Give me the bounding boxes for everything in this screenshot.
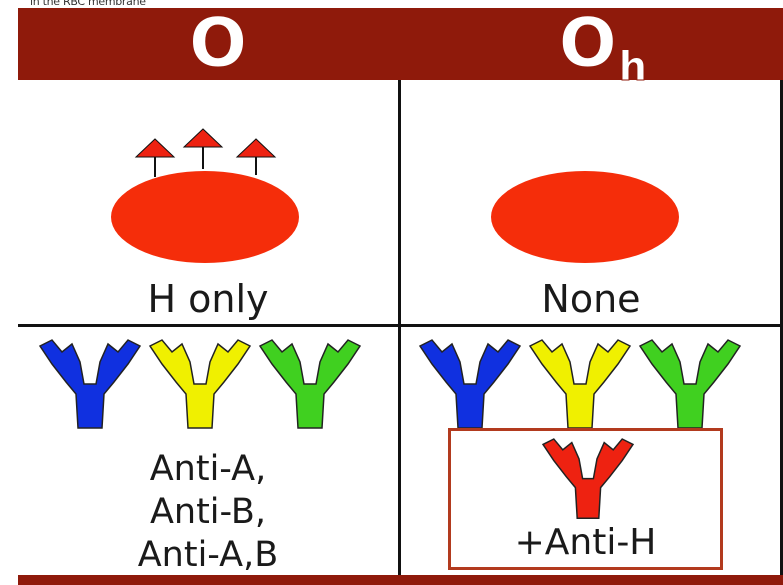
rbc-no-antigen [491, 171, 679, 263]
column-title-oh: Oh [413, 9, 783, 90]
antibody-list-o: Anti-A, Anti-B, Anti-A,B [18, 448, 398, 577]
antibody-green-y [638, 339, 742, 429]
antibody-green-y [258, 339, 362, 429]
rbc-with-h-antigen [111, 128, 299, 263]
antibodies-o [38, 339, 362, 429]
footer-bar [18, 575, 783, 585]
anti-h-antibody [541, 438, 635, 519]
antibody-yellow-y [528, 339, 632, 429]
anti-h-box: +Anti-H [448, 428, 723, 570]
grid-horizontal-divider [18, 324, 783, 327]
antibodies-oh [418, 339, 742, 429]
antibody-blue-y [418, 339, 522, 429]
antibody-anti-b: Anti-B, [149, 492, 267, 532]
antibody-blue-y [38, 339, 142, 429]
red-blood-cell-oh [491, 171, 679, 263]
grid-vertical-divider [398, 80, 401, 575]
antibody-anti-a: Anti-A, [149, 449, 267, 489]
h-antigen-right [235, 138, 277, 175]
h-antigen-left [134, 138, 176, 177]
antibody-anti-ab: Anti-A,B [137, 535, 279, 575]
anti-h-label: +Anti-H [514, 522, 657, 563]
h-antigen-middle [182, 128, 224, 169]
grid-right-edge [780, 80, 783, 575]
antibody-red-y [541, 438, 635, 519]
antigen-label-oh: None [541, 277, 641, 321]
antigen-label-o: H only [147, 277, 269, 321]
header-bar: O Oh [18, 8, 783, 88]
title-oh-subscript: h [618, 44, 648, 90]
title-o-text: O [189, 4, 248, 83]
red-blood-cell-o [111, 171, 299, 263]
caption-text: in the RBC membrane [30, 0, 146, 8]
column-title-o: O [28, 9, 408, 78]
antibody-yellow-y [148, 339, 252, 429]
title-oh-text: O [558, 4, 617, 83]
